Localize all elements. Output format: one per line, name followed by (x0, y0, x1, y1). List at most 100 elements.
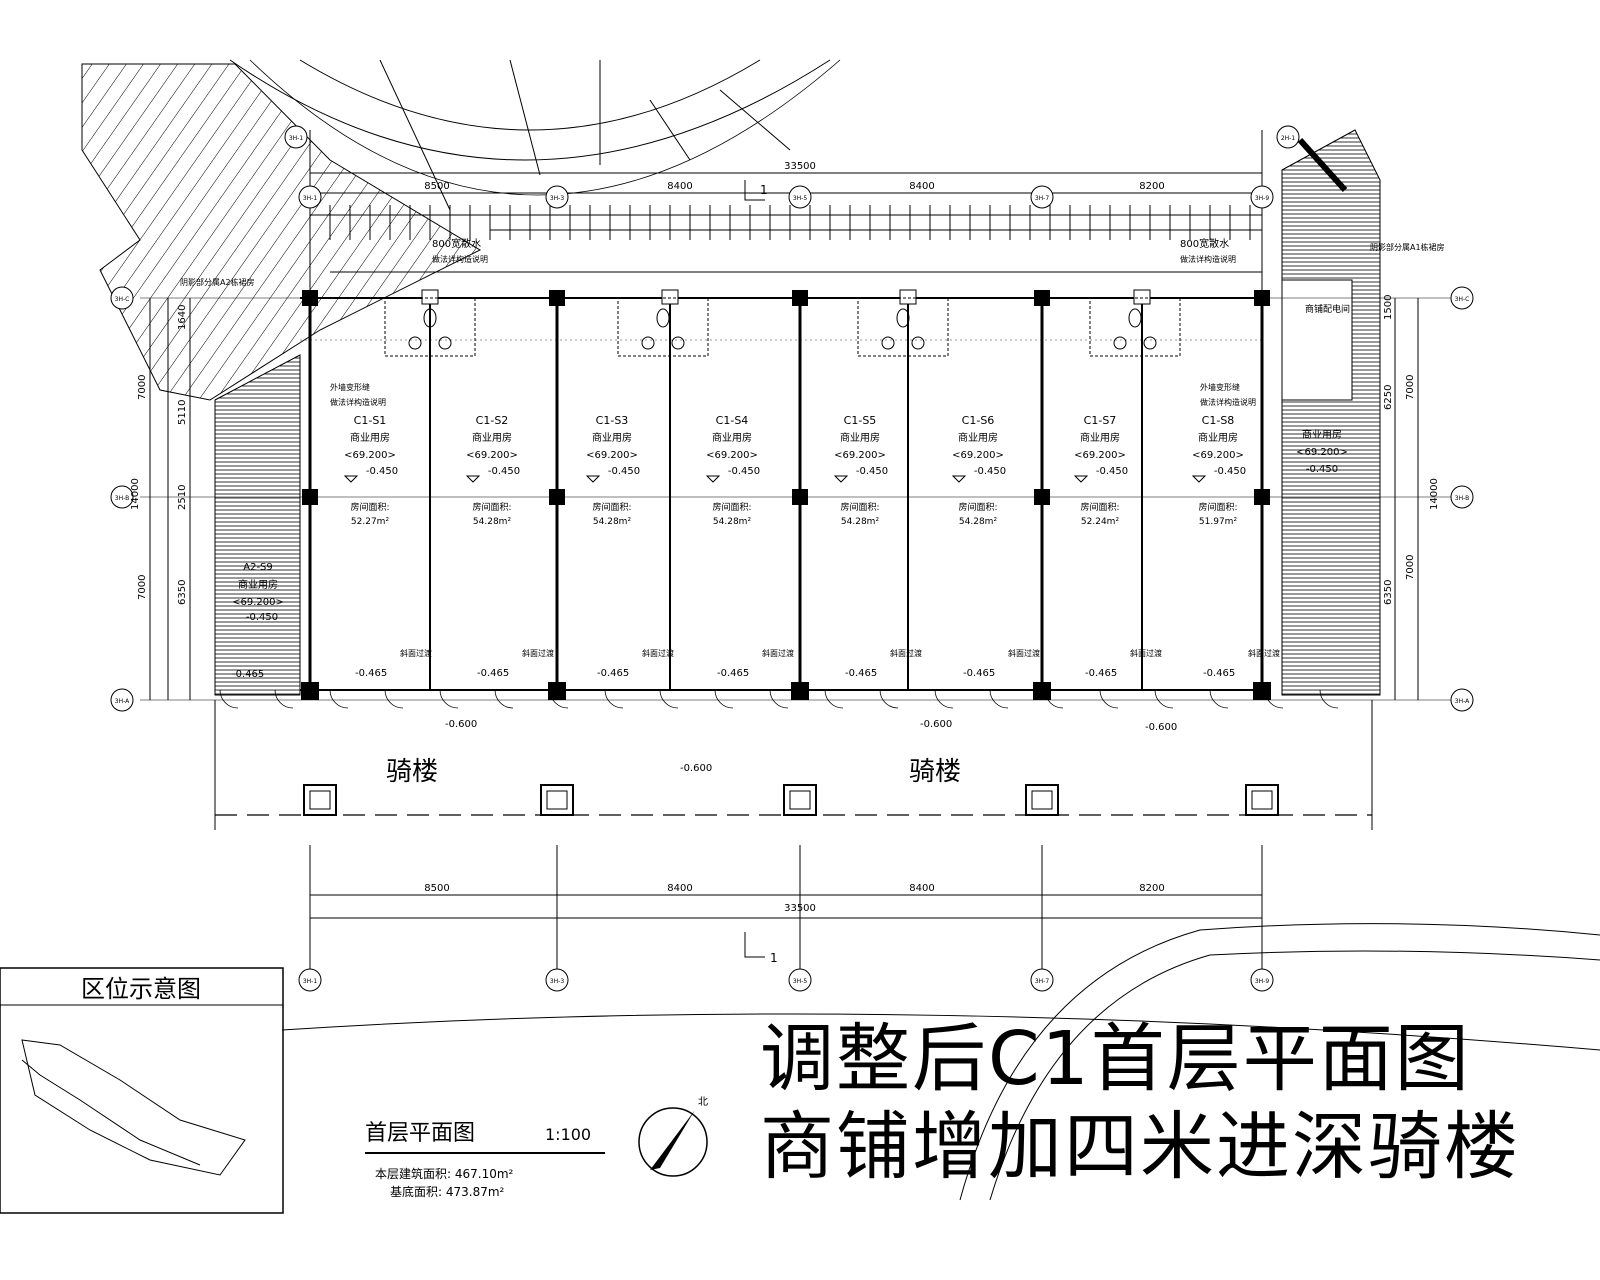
structural-column (302, 489, 318, 505)
north-label: 北 (698, 1096, 708, 1108)
dim-left-5110: 5110 (177, 400, 188, 425)
unit-area-label: 房间面积: (1080, 501, 1119, 513)
dim-left-1640: 1640 (177, 305, 188, 330)
level-marker (951, 475, 967, 483)
axis-label: 3H-9 (1255, 195, 1269, 202)
unit-use: 商业用房 (472, 431, 512, 444)
arcade-column-core (546, 790, 568, 810)
unit-elevation: <69.200> (706, 450, 758, 461)
axis-bubble (545, 185, 569, 209)
section-mark-bottom: 1 (770, 951, 778, 965)
arcade-column-core (1251, 790, 1273, 810)
axis-label: 3H-B (115, 495, 129, 502)
axis-label: 3H-1 (289, 135, 303, 142)
plan-title: 首层平面图 (365, 1121, 475, 1146)
toilet-fixture (1143, 336, 1157, 350)
unit-level: -0.450 (1214, 466, 1246, 477)
axis-label: 3H-7 (1035, 195, 1049, 202)
elev-arcade-1: -0.600 (445, 719, 477, 730)
structural-column (1253, 682, 1271, 700)
axis-bubble (1450, 286, 1474, 310)
unit-area: 51.97m² (1199, 517, 1238, 527)
door-swing (494, 689, 514, 709)
a2-s9-hatch (214, 354, 301, 696)
dim-right-1500: 1500 (1383, 295, 1394, 320)
door-swing (714, 689, 734, 709)
dim-left-6350: 6350 (177, 580, 188, 605)
door-swing (329, 689, 349, 709)
structural-column (792, 489, 808, 505)
axis-bubble (110, 485, 134, 509)
column-small (661, 289, 679, 305)
basin-fixture (656, 308, 670, 328)
unit-elevation: <69.200> (1074, 450, 1126, 461)
axis-bubbles: 3H-13H-13H-33H-33H-53H-53H-73H-73H-93H-9… (110, 125, 1474, 992)
dim-bay-4: 8200 (1139, 181, 1164, 192)
level-marker (585, 475, 601, 483)
toilet-fixture (881, 336, 895, 350)
unit-elevation: <69.200> (586, 450, 638, 461)
slope-label: 斜面过渡 (1130, 648, 1162, 658)
arcade-label-left: 骑楼 (386, 757, 438, 787)
axis-bubble (788, 968, 812, 992)
door-swing (439, 689, 459, 709)
unit-labels: C1-S1商业用房<69.200>-0.450房间面积:52.27m²-0.46… (343, 414, 1280, 679)
toilet-fixture (408, 336, 422, 350)
unit-code: C1-S3 (596, 414, 629, 427)
dim-bay-b2: 8400 (667, 883, 692, 894)
bottom-dimensions (309, 180, 1263, 970)
unit-level: -0.450 (974, 466, 1006, 477)
unit-code: C1-S1 (354, 414, 387, 427)
unit-level: -0.450 (856, 466, 888, 477)
structural-column (792, 290, 808, 306)
north-arrow (638, 1107, 708, 1177)
axis-bubble (545, 968, 569, 992)
door-elevation: -0.465 (717, 668, 749, 679)
partition-walls (219, 289, 1339, 709)
axis-bubble (1450, 485, 1474, 509)
unit-code: C1-S8 (1202, 414, 1235, 427)
dim-left-2510: 2510 (177, 485, 188, 510)
unit-level: -0.450 (728, 466, 760, 477)
door-elevation: -0.465 (1085, 668, 1117, 679)
dim-right-7000a: 7000 (1405, 375, 1416, 400)
shade-note-right: 阴影部分属A1栋裙房 (1370, 242, 1445, 252)
unit-elevation: <69.200> (466, 450, 518, 461)
unit-use: 商业用房 (1080, 431, 1120, 444)
door-swing (769, 689, 789, 709)
unit-use: 商业用房 (1198, 431, 1238, 444)
dim-bay-b3: 8400 (909, 883, 934, 894)
structural-column (1254, 489, 1270, 505)
door-swing (219, 689, 239, 709)
right-unit-level: -0.450 (1306, 464, 1338, 475)
dim-bay-b1: 8500 (424, 883, 449, 894)
restroom (1089, 297, 1181, 357)
wall-note-left: 外墙变形缝 (330, 382, 370, 392)
drawing-title-line1: 调整后C1首层平面图 (760, 1016, 1471, 1102)
elev-arcade-4: -0.600 (1145, 722, 1177, 733)
arcade-column (1245, 784, 1279, 816)
restroom (617, 297, 709, 357)
door-swing (1319, 689, 1339, 709)
arcade-column (303, 784, 337, 816)
dim-right-6350: 6350 (1383, 580, 1394, 605)
drain-note-left: 800宽散水 (432, 237, 481, 250)
structural-column (548, 682, 566, 700)
dim-left-7000b: 7000 (137, 575, 148, 600)
axis-label: 3H-9 (1255, 978, 1269, 985)
door-elevation: -0.465 (355, 668, 387, 679)
site-curves (229, 59, 1600, 1201)
door-swing (1209, 689, 1229, 709)
unit-use: 商业用房 (592, 431, 632, 444)
unit-code: C1-S6 (962, 414, 995, 427)
basin-fixture (896, 308, 910, 328)
dim-bay-1: 8500 (424, 181, 449, 192)
unit-level: -0.450 (1096, 466, 1128, 477)
level-marker (343, 475, 359, 483)
level-marker (1191, 475, 1207, 483)
toilet-fixture (1113, 336, 1127, 350)
door-swing (604, 689, 624, 709)
toilet-fixture (641, 336, 655, 350)
